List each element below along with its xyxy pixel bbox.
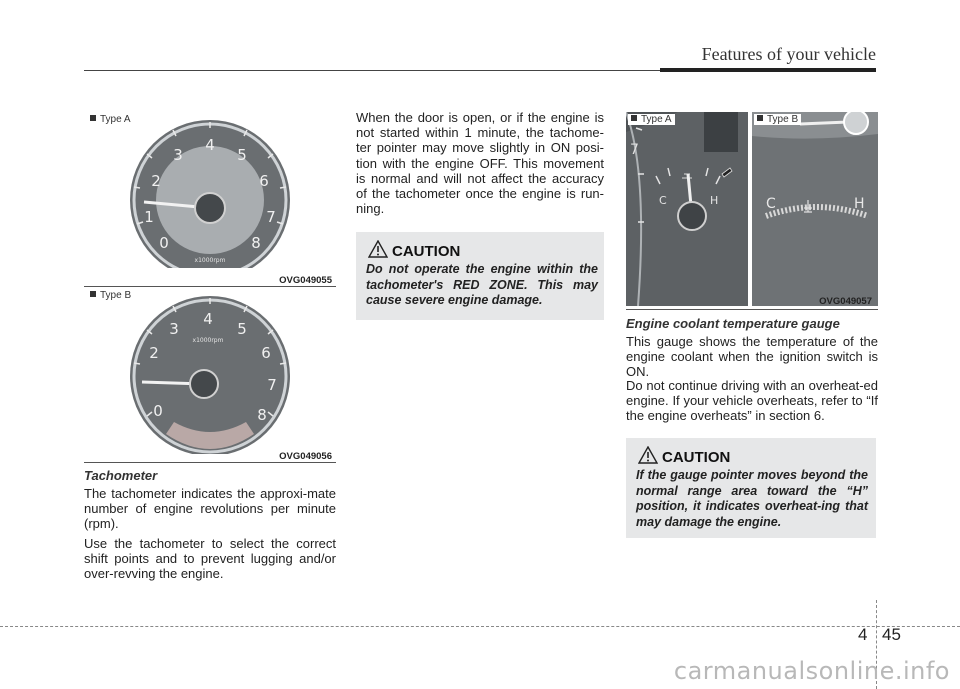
figure-tachometer-type-b: Type B 0 2 3 4 5 6 7 8 x1000rpm OVG04905… (84, 288, 336, 463)
dial-number-8: 8 (251, 234, 261, 252)
rpm-unit-label: x1000rpm (193, 337, 224, 344)
tachometer-paragraph-1: The tachometer indicates the approxi-mat… (84, 486, 336, 532)
coolant-paragraph-2: Do not continue driving with an overheat… (626, 378, 878, 424)
figure-code: OVG049056 (279, 451, 332, 462)
caution-title: CAUTION (662, 449, 731, 466)
rpm-unit-label: x1000rpm (195, 257, 226, 264)
figure-type-a-label: Type A (628, 114, 675, 125)
dial-number-6: 6 (261, 344, 271, 362)
tachometer-paragraph-2: Use the tachometer to select the correct… (84, 536, 336, 582)
hot-label: H (854, 196, 865, 212)
cold-label: C (659, 194, 667, 207)
coolant-gauge-type-a: 7 C H (626, 112, 748, 306)
figure-divider (626, 309, 878, 310)
coolant-gauge-type-b: C H (752, 112, 878, 306)
dial-number-7: 7 (266, 208, 276, 226)
dial-number-4: 4 (205, 136, 215, 154)
dial-number-1: 1 (144, 208, 154, 226)
dial-number-3: 3 (173, 146, 183, 164)
tachometer-door-note: When the door is open, or if the engine … (356, 110, 604, 217)
square-bullet-icon (757, 115, 763, 121)
dial-number-2: 2 (149, 344, 159, 362)
dial-number-2: 2 (151, 172, 161, 190)
header-accent-bar (660, 68, 876, 72)
tachometer-heading: Tachometer (84, 468, 158, 483)
gauge-number-7: 7 (630, 142, 639, 158)
tachometer-dial-type-a: 0 1 2 3 4 5 6 7 8 x1000rpm (130, 120, 290, 268)
square-bullet-icon (90, 115, 96, 121)
needle-hub (194, 192, 226, 224)
figure-tachometer-type-a: Type A 0 1 2 3 4 5 6 7 8 x1000rpm OVG049… (84, 112, 336, 287)
footer-dashed-rule (0, 626, 960, 627)
figure-divider (84, 286, 336, 287)
coolant-paragraph-1: This gauge shows the temperature of the … (626, 334, 878, 380)
figure-code: OVG049055 (279, 275, 332, 286)
dial-number-0: 0 (159, 234, 169, 252)
figure-divider (84, 462, 336, 463)
caution-text: If the gauge pointer moves beyond the no… (636, 468, 868, 529)
square-bullet-icon (90, 291, 96, 297)
needle-hub (189, 369, 219, 399)
caution-box-tachometer: CAUTION Do not operate the engine within… (356, 232, 604, 320)
dial-number-6: 6 (259, 172, 269, 190)
dial-number-3: 3 (169, 320, 179, 338)
dial-number-8: 8 (257, 406, 267, 424)
cold-label: C (766, 196, 776, 212)
dial-number-5: 5 (237, 146, 247, 164)
warning-triangle-icon (368, 240, 388, 258)
figure-coolant-gauge: 7 C H Type A C H Type B OVG049057 (626, 112, 878, 310)
dial-number-5: 5 (237, 320, 247, 338)
header-divider (84, 70, 874, 71)
hot-label: H (710, 194, 718, 207)
section-title: Features of your vehicle (701, 44, 876, 64)
caution-text: Do not operate the engine within the tac… (366, 262, 598, 307)
page-number: 45 (882, 625, 901, 644)
figure-type-label: Type B (90, 290, 131, 301)
dial-number-7: 7 (267, 376, 277, 394)
footer-vertical-rule (876, 600, 877, 689)
figure-type-b-label: Type B (754, 114, 802, 125)
warning-triangle-icon (638, 446, 658, 464)
chapter-number: 4 (858, 625, 868, 644)
tachometer-dial-type-b: 0 2 3 4 5 6 7 8 x1000rpm (130, 296, 290, 454)
dial-number-0: 0 (153, 402, 163, 420)
caution-title: CAUTION (392, 243, 461, 260)
figure-code: OVG049057 (819, 296, 872, 307)
square-bullet-icon (631, 115, 637, 121)
figure-type-label: Type A (90, 114, 131, 125)
coolant-heading: Engine coolant temperature gauge (626, 316, 840, 331)
dial-number-4: 4 (203, 310, 213, 328)
caution-box-coolant: CAUTION If the gauge pointer moves beyon… (626, 438, 876, 538)
coolant-needle-b (799, 120, 849, 126)
watermark-text: carmanualsonline.info (673, 657, 950, 685)
